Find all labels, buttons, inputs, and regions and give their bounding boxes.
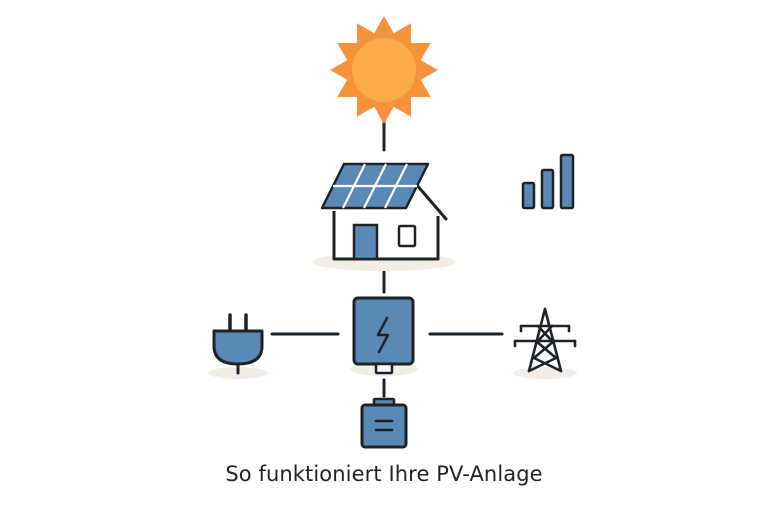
pylon-shadow — [513, 367, 577, 379]
pylon-arm-ends — [513, 324, 577, 348]
pylon-bracing — [527, 324, 563, 373]
house-walls — [332, 211, 440, 261]
panel-col-divider-3 — [384, 163, 408, 209]
power-plug-icon — [208, 313, 268, 379]
panel-col-divider-2 — [363, 163, 387, 209]
house-door — [352, 223, 379, 261]
inverter-box — [352, 296, 415, 366]
house-with-solar-panels-icon — [312, 162, 456, 271]
plug-body — [212, 329, 264, 366]
power-pylon-icon — [513, 307, 577, 379]
panel-col-divider-1 — [342, 163, 366, 209]
sun-core — [352, 38, 416, 102]
signal-bar-1 — [521, 181, 536, 210]
signal-bar-2 — [540, 168, 555, 210]
battery-icon — [360, 397, 408, 449]
battery-body — [360, 403, 408, 449]
signal-bars-icon — [521, 153, 575, 210]
house-window — [397, 224, 417, 248]
lightning-bolt — [376, 316, 390, 354]
connectors — [270, 120, 504, 398]
signal-bar-3 — [559, 153, 575, 210]
sun-icon — [330, 16, 438, 124]
inverter-lightning-icon — [350, 296, 418, 376]
inverter-connector — [374, 362, 394, 375]
solar-panel-grid — [333, 163, 417, 209]
diagram-caption: So funktioniert Ihre PV-Anlage — [225, 462, 543, 486]
